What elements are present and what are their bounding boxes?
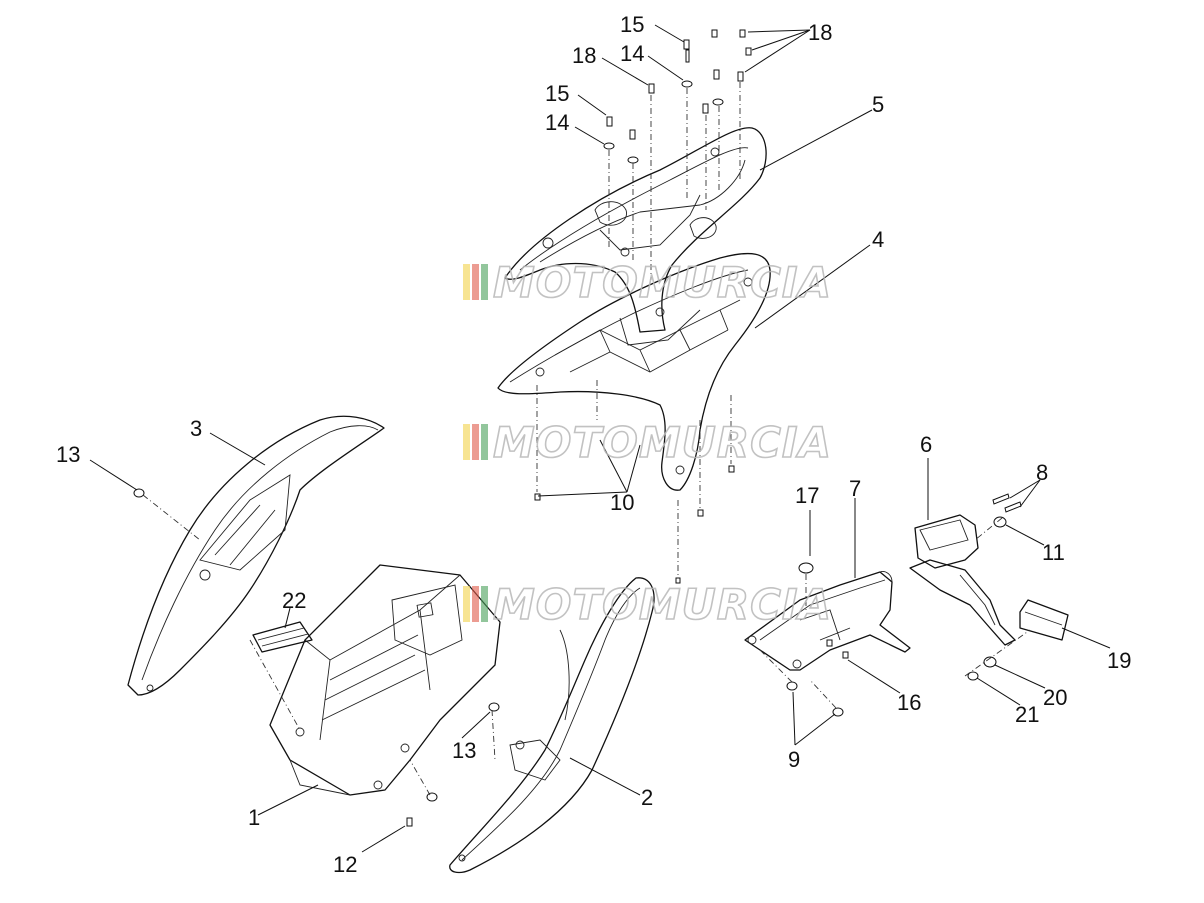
svg-text:MOTOMURCIA: MOTOMURCIA xyxy=(493,258,832,307)
callout-4: 4 xyxy=(872,227,884,252)
part-2-right-side-panel xyxy=(449,577,655,874)
svg-text:MOTOMURCIA: MOTOMURCIA xyxy=(493,418,832,467)
callout-13-left: 13 xyxy=(56,442,80,467)
callout-18-left: 18 xyxy=(572,43,596,68)
callout-8: 8 xyxy=(1036,460,1048,485)
callout-13-center: 13 xyxy=(452,738,476,763)
watermark-stripe xyxy=(481,424,488,460)
watermark-stripe xyxy=(472,424,479,460)
callout-9: 9 xyxy=(788,747,800,772)
callout-3: 3 xyxy=(190,416,202,441)
callout-20: 20 xyxy=(1043,685,1067,710)
callout-12: 12 xyxy=(333,852,357,877)
watermark-stripe xyxy=(481,264,488,300)
callout-5: 5 xyxy=(872,92,884,117)
callout-14-lower: 14 xyxy=(545,110,569,135)
watermark-stripe xyxy=(472,586,479,622)
callout-16: 16 xyxy=(897,690,921,715)
callout-7: 7 xyxy=(849,476,861,501)
callout-10: 10 xyxy=(610,490,634,515)
callout-2: 2 xyxy=(641,785,653,810)
part-3-left-side-panel xyxy=(127,415,385,696)
callout-labels: 1 2 3 4 5 6 7 8 9 10 11 12 13 13 14 14 1… xyxy=(56,12,1131,877)
callout-14-upper: 14 xyxy=(620,41,644,66)
callout-21: 21 xyxy=(1015,702,1039,727)
callout-15-lower: 15 xyxy=(545,81,569,106)
watermark-stripe xyxy=(463,424,470,460)
part-7-plate-holder-bracket xyxy=(744,571,911,671)
callout-11: 11 xyxy=(1042,540,1065,565)
callout-19: 19 xyxy=(1107,648,1131,673)
part-22-clip xyxy=(252,621,313,653)
watermark-bottom: MOTOMURCIA xyxy=(463,579,832,630)
watermark-stripe xyxy=(481,586,488,622)
alignment-lines xyxy=(142,82,1031,796)
callout-18-right: 18 xyxy=(808,20,832,45)
callout-22: 22 xyxy=(282,588,306,613)
callout-15-upper: 15 xyxy=(620,12,644,37)
part-5-rear-seat-cover xyxy=(504,127,767,333)
callout-6: 6 xyxy=(920,432,932,457)
svg-text:MOTOMURCIA: MOTOMURCIA xyxy=(493,580,832,629)
fasteners xyxy=(133,29,1022,827)
callout-1: 1 xyxy=(248,805,260,830)
watermark-stripe xyxy=(463,586,470,622)
watermark-stripe xyxy=(472,264,479,300)
part-19-reflector xyxy=(1019,599,1069,641)
part-4-seat-frame xyxy=(497,252,771,491)
watermark-middle: MOTOMURCIA xyxy=(463,417,832,468)
watermark-stripe xyxy=(463,264,470,300)
part-1-undertray xyxy=(269,564,501,796)
callout-17: 17 xyxy=(795,483,819,508)
watermark-top: MOTOMURCIA xyxy=(463,257,832,308)
leader-lines xyxy=(89,24,1111,853)
part-6-tail-light xyxy=(909,514,1016,646)
